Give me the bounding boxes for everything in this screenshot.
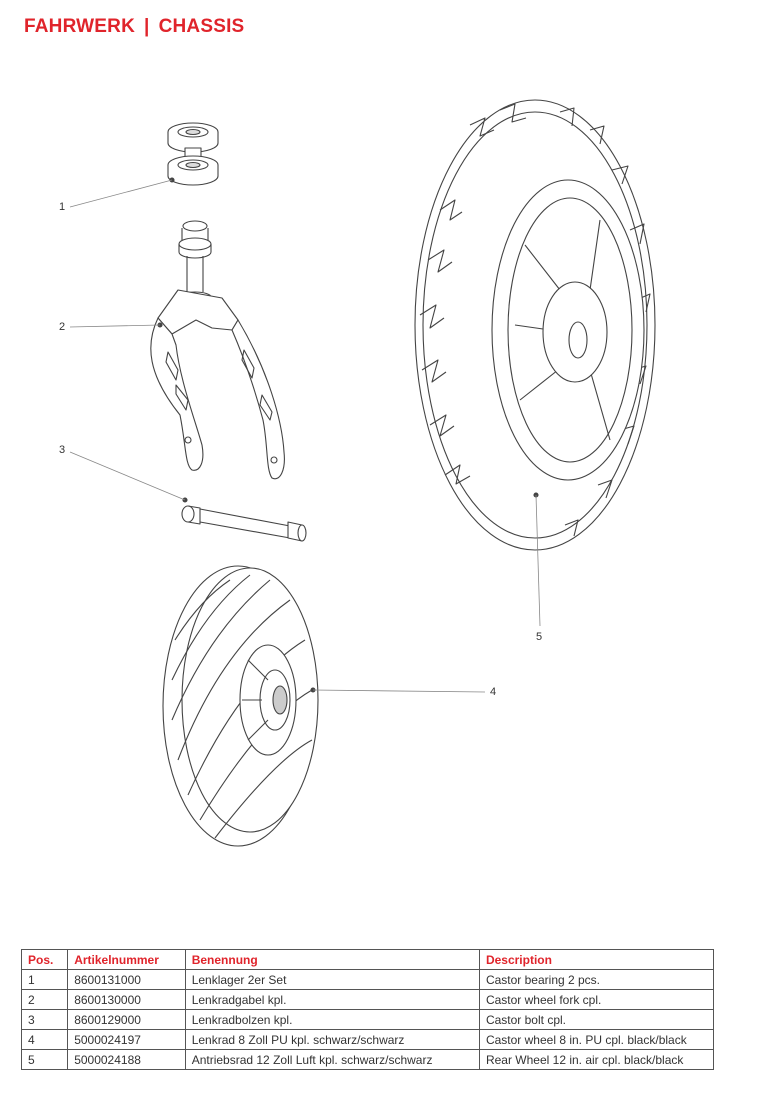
castor-bolt-drawing (181, 497, 307, 542)
page-title: FAHRWERK | CHASSIS (24, 16, 244, 38)
title-english: CHASSIS (158, 16, 245, 37)
title-german: FAHRWERK (24, 16, 136, 37)
table-row: 5 5000024188 Antriebsrad 12 Zoll Luft kp… (20, 1049, 715, 1070)
table-header-row: Pos. Artikelnummer Benennung Description (20, 949, 715, 970)
column-header-pos: Pos. (20, 949, 69, 970)
cell-pos: 3 (20, 1009, 69, 1030)
callout-label: 1 (59, 201, 66, 213)
column-header-description: Description (478, 949, 715, 970)
table-row: 3 8600129000 Lenkradbolzen kpl. Castor b… (20, 1009, 715, 1030)
cell-description: Rear Wheel 12 in. air cpl. black/black (478, 1049, 715, 1070)
exploded-parts-drawing (69, 99, 656, 847)
parts-table: Pos. Artikelnummer Benennung Description… (20, 949, 715, 1070)
castor-wheel-drawing (162, 565, 319, 847)
cell-description: Castor bolt cpl. (478, 1009, 715, 1030)
column-header-article-number: Artikelnummer (67, 949, 186, 970)
cell-description: Castor bearing 2 pcs. (478, 969, 715, 990)
table-row: 1 8600131000 Lenklager 2er Set Castor be… (20, 969, 715, 990)
callout-label: 4 (490, 686, 497, 698)
callout-label: 5 (536, 631, 543, 643)
cell-article-number: 8600129000 (67, 1009, 186, 1030)
cell-pos: 1 (20, 969, 69, 990)
cell-article-number: 5000024188 (67, 1049, 186, 1070)
cell-pos: 2 (20, 989, 69, 1010)
castor-fork-drawing (150, 220, 285, 480)
cell-name: Lenkrad 8 Zoll PU kpl. schwarz/schwarz (184, 1029, 480, 1050)
cell-article-number: 8600131000 (67, 969, 186, 990)
cell-description: Castor wheel 8 in. PU cpl. black/black (478, 1029, 715, 1050)
table-row: 4 5000024197 Lenkrad 8 Zoll PU kpl. schw… (20, 1029, 715, 1050)
rear-wheel-drawing (414, 99, 656, 551)
callout-label: 3 (59, 444, 66, 456)
title-separator: | (144, 16, 150, 37)
cell-pos: 5 (20, 1049, 69, 1070)
cell-description: Castor wheel fork cpl. (478, 989, 715, 1010)
cell-article-number: 5000024197 (67, 1029, 186, 1050)
castor-bearing-drawing (167, 122, 219, 186)
callout-label: 2 (59, 321, 66, 333)
cell-name: Lenkradbolzen kpl. (184, 1009, 480, 1030)
cell-pos: 4 (20, 1029, 69, 1050)
cell-article-number: 8600130000 (67, 989, 186, 1010)
cell-name: Lenklager 2er Set (184, 969, 480, 990)
column-header-name: Benennung (184, 949, 480, 970)
cell-name: Antriebsrad 12 Zoll Luft kpl. schwarz/sc… (184, 1049, 480, 1070)
leader-lines (69, 179, 541, 693)
table-row: 2 8600130000 Lenkradgabel kpl. Castor wh… (20, 989, 715, 1010)
cell-name: Lenkradgabel kpl. (184, 989, 480, 1010)
